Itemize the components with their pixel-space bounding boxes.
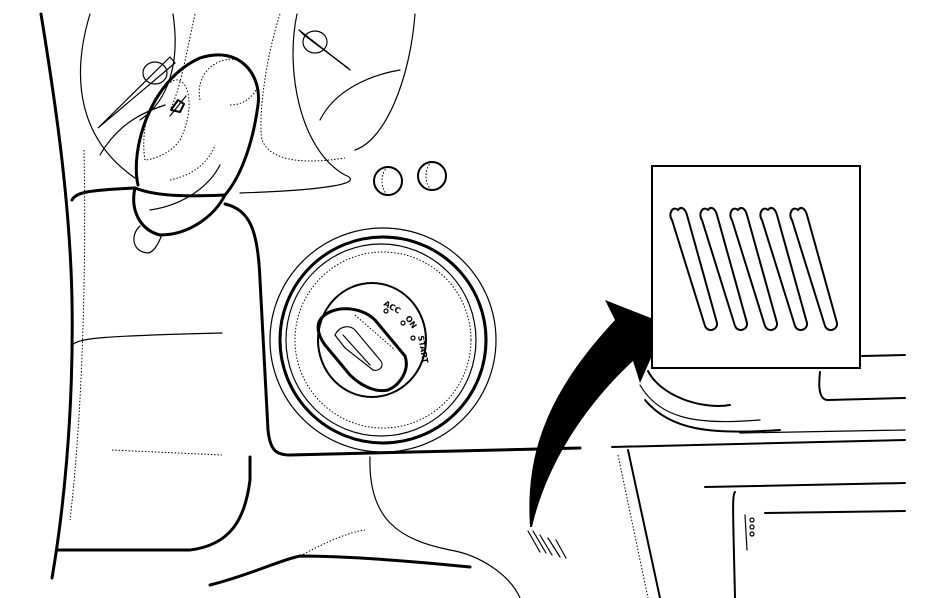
combination-switch-stalk [132,53,260,254]
lower-vent [527,530,567,559]
start-label: START [416,335,430,365]
a-pillar [39,12,86,580]
wiper-symbol-icon [169,95,187,117]
vent-grille-inset [651,165,861,369]
on-label: ON [403,314,418,330]
ignition-switch: ACC ON START [269,227,497,453]
round-buttons [373,161,447,196]
center-console [611,354,906,598]
vent-slots [669,206,839,331]
gauge-cluster [79,13,416,194]
curved-arrow-icon [529,300,666,527]
dashboard-panel [55,186,582,598]
